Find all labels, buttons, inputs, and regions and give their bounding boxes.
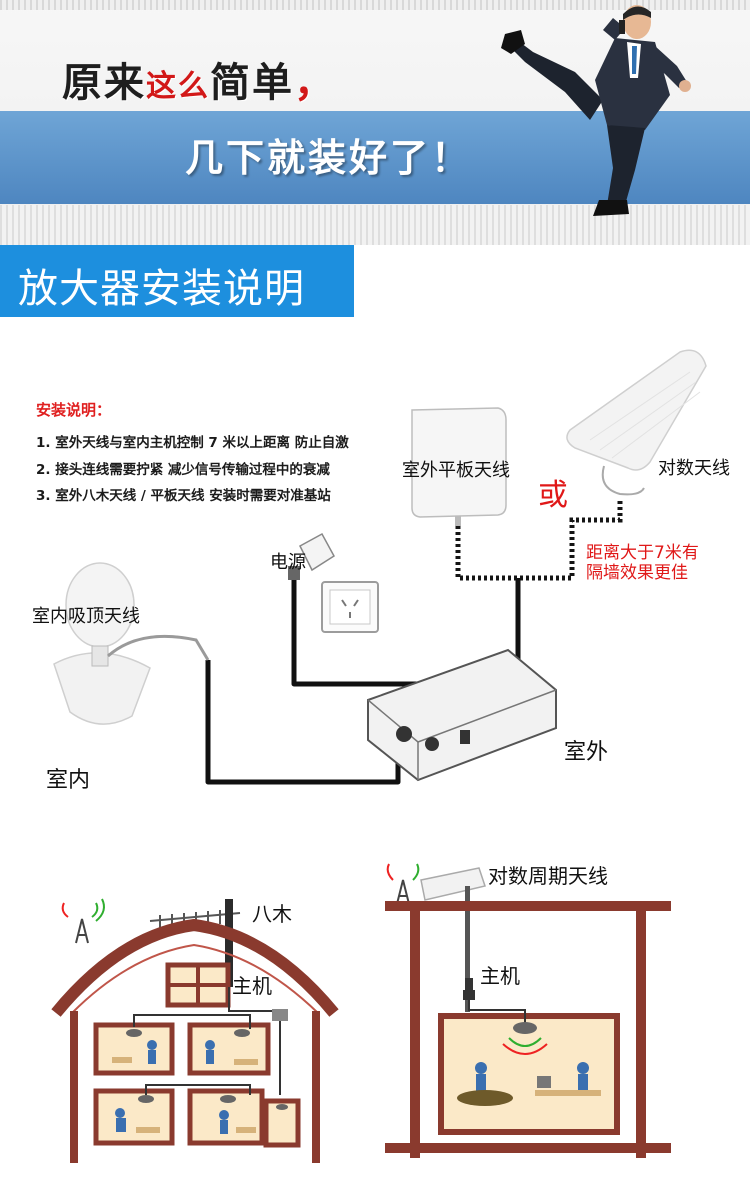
house-log-periodic-illustration xyxy=(385,863,671,1158)
banner-stripe-top xyxy=(0,0,750,10)
amplifier-host-icon xyxy=(367,648,557,782)
installation-diagram xyxy=(53,349,707,785)
or-label: 或 xyxy=(538,478,568,513)
panel-antenna-label: 室外平板天线 xyxy=(402,460,510,481)
instruction-item-1: 1. 室外天线与室内主机控制 7 米以上距离 防止自激 xyxy=(36,435,349,451)
ceiling-antenna-icon xyxy=(53,562,210,725)
wall-socket-icon xyxy=(321,581,379,633)
instruction-item-3: 3. 室外八木天线 / 平板天线 安装时需要对准基站 xyxy=(36,488,331,504)
house-yagi-illustration xyxy=(50,895,340,1163)
headline-part-4: ， xyxy=(294,60,336,106)
log-periodic-label: 对数周期天线 xyxy=(488,864,608,888)
promo-banner: 原来这么简单， 几下就装好了！ xyxy=(0,0,750,245)
distance-note-line-1: 距离大于7米有 xyxy=(586,543,699,563)
section-header-bar xyxy=(0,245,354,317)
distance-note-line-2: 隔墙效果更佳 xyxy=(586,563,688,583)
ceiling-antenna-label: 室内吸顶天线 xyxy=(32,606,140,627)
power-adapter-icon xyxy=(288,532,335,580)
dashed-cable xyxy=(455,500,623,581)
log-antenna-icon xyxy=(566,349,707,496)
businessman-illustration xyxy=(501,5,691,216)
panel-antenna-icon xyxy=(411,407,507,526)
instruction-item-2: 2. 接头连线需要拧紧 减少信号传输过程中的衰减 xyxy=(36,462,330,478)
headline-part-3: 简单 xyxy=(210,60,294,106)
power-label: 电源 xyxy=(270,552,306,573)
section-title: 放大器安装说明 xyxy=(18,266,305,312)
indoor-label: 室内 xyxy=(46,768,91,793)
right-host-label: 主机 xyxy=(480,964,520,988)
instructions-title: 安装说明： xyxy=(36,401,112,419)
headline-part-2: 这么 xyxy=(146,69,210,104)
outdoor-label: 室外 xyxy=(564,740,609,765)
log-antenna-label: 对数天线 xyxy=(658,458,730,479)
banner-headline-2: 几下就装好了！ xyxy=(185,136,473,180)
yagi-label: 八木 xyxy=(252,902,292,926)
banner-headline-1: 原来这么简单， xyxy=(62,50,336,108)
headline-part-1: 原来 xyxy=(62,60,146,106)
left-host-label: 主机 xyxy=(232,974,272,998)
